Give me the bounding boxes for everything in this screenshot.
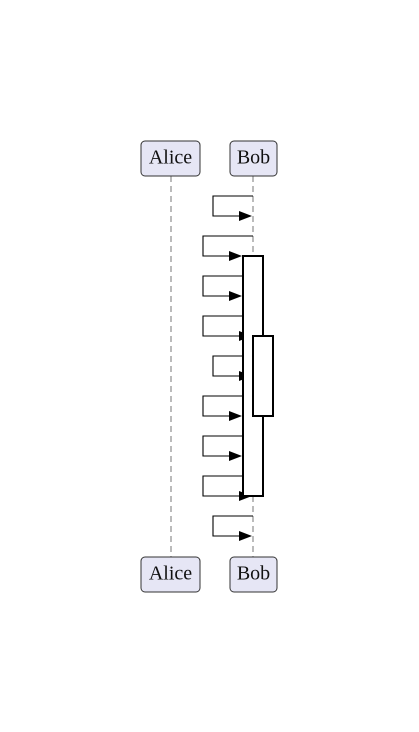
participant-label-alice: Alice bbox=[149, 147, 192, 169]
message-7 bbox=[202, 435, 243, 461]
arrowhead bbox=[229, 291, 242, 301]
message-3 bbox=[202, 275, 243, 301]
participant-label-bob: Bob bbox=[237, 563, 270, 585]
arrowhead bbox=[229, 451, 242, 461]
message-line bbox=[212, 515, 253, 537]
arrowhead bbox=[229, 411, 242, 421]
participant-box bbox=[140, 556, 201, 593]
message-line bbox=[202, 395, 253, 417]
message-line bbox=[212, 355, 253, 377]
message-line bbox=[202, 475, 243, 497]
message-line bbox=[202, 435, 243, 457]
participant-box bbox=[229, 556, 278, 593]
arrowhead bbox=[229, 251, 242, 261]
participant-box bbox=[140, 140, 201, 177]
message-6 bbox=[202, 395, 253, 421]
message-line bbox=[202, 235, 253, 257]
participant-alice-bottom[interactable]: Alice bbox=[140, 556, 201, 593]
arrowhead bbox=[239, 211, 252, 221]
message-line bbox=[202, 315, 243, 337]
arrowhead bbox=[239, 531, 252, 541]
participant-bob-bottom[interactable]: Bob bbox=[229, 556, 278, 593]
activation-bar-inner bbox=[252, 335, 274, 417]
message-1 bbox=[212, 195, 253, 221]
message-line bbox=[202, 275, 243, 297]
participant-bob-top[interactable]: Bob bbox=[229, 140, 278, 177]
participant-box bbox=[229, 140, 278, 177]
message-2 bbox=[202, 235, 253, 261]
message-9 bbox=[212, 515, 253, 541]
message-line bbox=[212, 195, 253, 217]
participant-label-alice: Alice bbox=[149, 563, 192, 585]
participant-alice-top[interactable]: Alice bbox=[140, 140, 201, 177]
participant-label-bob: Bob bbox=[237, 147, 270, 169]
